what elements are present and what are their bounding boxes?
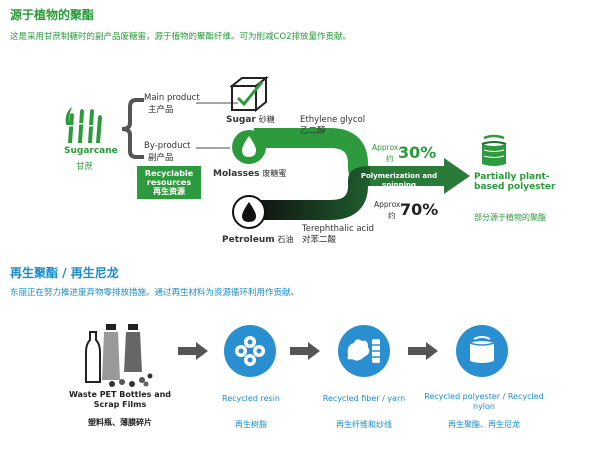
ethylene-en: Ethylene glycol — [300, 115, 366, 125]
approx1-yue: 约 — [386, 154, 394, 163]
section2-desc: 东丽正在努力推进废弃物零排放措施。通过再生材料为资源循环利用作贡献。 — [10, 288, 300, 298]
section1-title: 源于植物的聚酯 — [10, 8, 95, 22]
terephthalic-en: Terephthalic acid — [302, 224, 374, 234]
polymerization-en: Polymerization and spinning — [360, 172, 438, 189]
sugar-label: Sugar 砂糖 — [226, 114, 275, 125]
petroleum-zh: 石油 — [277, 235, 294, 244]
partially-zh: 部分源于植物的聚酯 — [474, 213, 546, 222]
molasses-zh: 废糖蜜 — [262, 169, 287, 178]
pet-bottles-icon — [85, 324, 153, 387]
step3-zh: 再生纤维和纱线 — [336, 420, 392, 429]
recyclable-en: Recyclable resources — [144, 169, 194, 187]
step4-zh: 再生聚酯、再生尼龙 — [448, 420, 520, 429]
polyester-roll-icon — [481, 134, 507, 166]
approx2-pct: 70% — [400, 200, 439, 219]
approx2-yue: 约 — [388, 211, 396, 220]
sugar-cube-icon — [229, 76, 269, 112]
molasses-icon — [232, 130, 266, 164]
approx1-pct: 30% — [398, 143, 437, 162]
step1-en: Waste PET Bottles and Scrap Films — [68, 390, 172, 409]
petroleum-icon — [232, 195, 266, 229]
arrow-2 — [290, 342, 320, 360]
step2-zh: 再生树脂 — [235, 420, 267, 429]
sugarcane-icon — [65, 107, 102, 143]
recycled-polyester-icon — [456, 325, 508, 377]
approx2-label: Approx. — [374, 200, 403, 209]
approx1-label: Approx. — [372, 143, 401, 152]
polymerization-zh: 聚合、制纱 — [381, 190, 417, 198]
main-product-en: Main product — [144, 93, 200, 103]
step1-zh: 塑料瓶、薄膜碎片 — [88, 418, 152, 427]
sugarcane-en: Sugarcane — [64, 146, 118, 156]
sugar-en: Sugar — [226, 115, 256, 125]
arrow-3 — [408, 342, 438, 360]
recyclable-badge: Recyclable resources 再生资源 — [137, 166, 201, 199]
step2-en: Recycled resin — [222, 394, 280, 403]
section1-desc: 这是采用甘蔗制糖时的副产品废糖蜜，源于植物的聚酯纤维。可为削减CO2排放量作贡献… — [10, 32, 352, 42]
recycled-resin-icon — [224, 325, 276, 377]
petroleum-en: Petroleum — [222, 235, 275, 245]
ethylene-zh: 乙二醇 — [300, 126, 326, 136]
partially-en: Partially plant-based polyester — [474, 172, 556, 192]
molasses-en: Molasses — [213, 169, 260, 179]
recycled-fiber-icon — [338, 325, 390, 377]
terephthalic-zh: 对苯二酸 — [302, 235, 337, 245]
by-product-zh: 副产品 — [148, 153, 174, 163]
brace-connector — [121, 98, 238, 159]
polymerization-label: Polymerization and spinning 聚合、制纱 — [356, 172, 442, 199]
recyclable-zh: 再生资源 — [153, 187, 185, 196]
by-product-en: By-product — [144, 141, 191, 151]
molasses-label: Molasses 废糖蜜 — [213, 168, 286, 179]
section2-title: 再生聚酯 / 再生尼龙 — [10, 266, 119, 280]
flow-arrows — [254, 128, 470, 220]
petroleum-label: Petroleum 石油 — [222, 234, 293, 245]
step4-en: Recycled polyester / Recycled nylon — [424, 392, 544, 411]
step3-en: Recycled fiber / yarn — [322, 394, 406, 403]
arrow-1 — [178, 342, 208, 360]
main-product-zh: 主产品 — [148, 105, 174, 115]
sugar-zh: 砂糖 — [258, 115, 275, 124]
sugarcane-zh: 甘蔗 — [76, 162, 94, 172]
